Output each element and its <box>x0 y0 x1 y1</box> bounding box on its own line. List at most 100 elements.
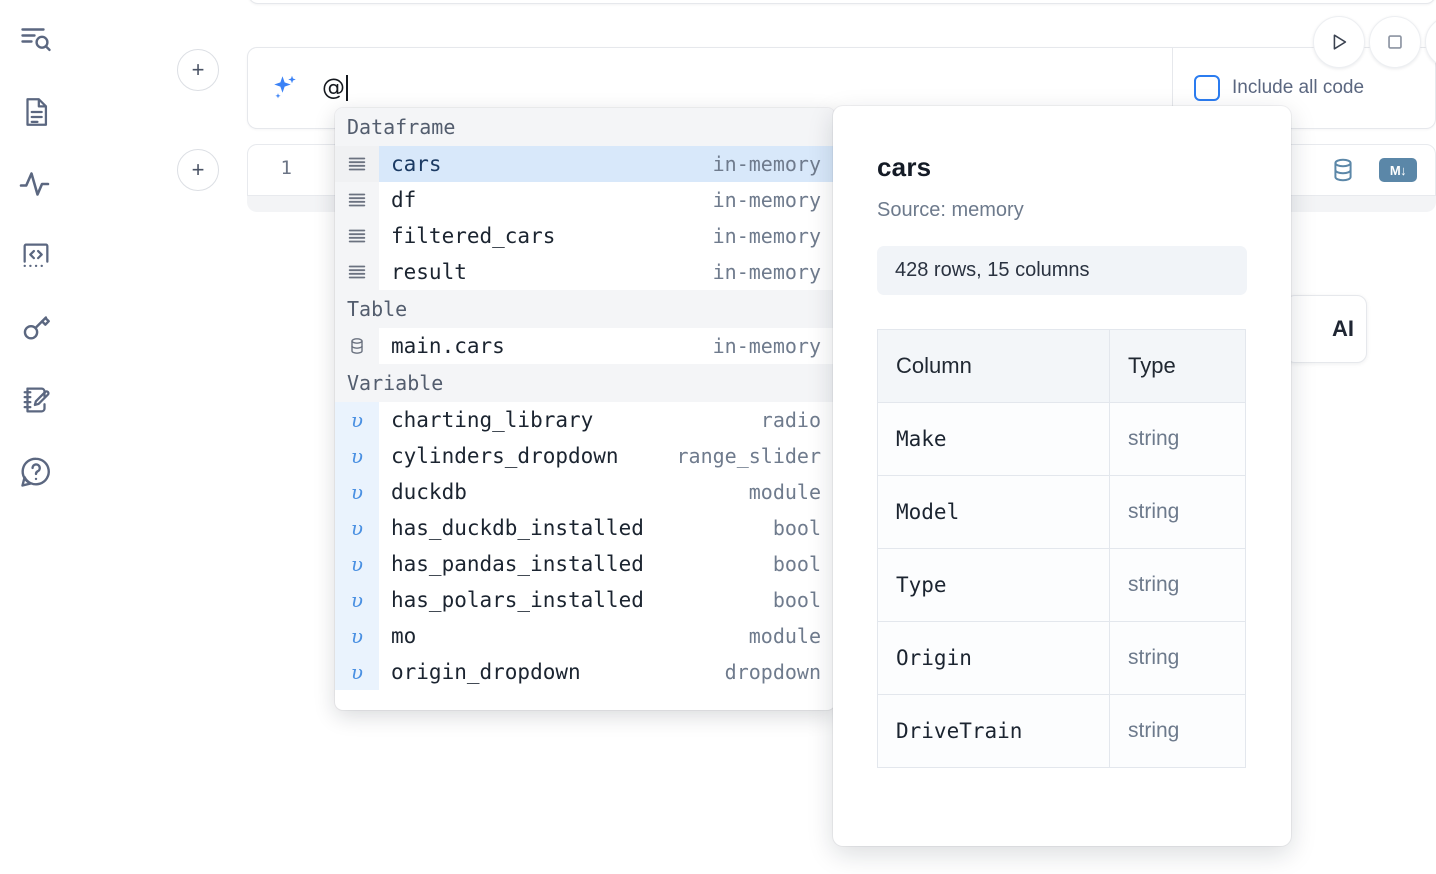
preview-panel: cars Source: memory 428 rows, 15 columns… <box>833 106 1291 846</box>
autocomplete-item-name: has_polars_installed <box>391 588 644 612</box>
scratchpad-edit-icon[interactable] <box>14 378 58 422</box>
autocomplete-item[interactable]: df in-memory <box>335 182 835 218</box>
run-button[interactable] <box>1313 16 1365 68</box>
ai-prompt-text: @ <box>322 75 349 101</box>
variable-icon: υ <box>335 618 379 654</box>
ai-prompt-input-area[interactable]: @ <box>248 48 1173 128</box>
ai-prompt-options: Include all code <box>1174 48 1436 128</box>
autocomplete-item-name: charting_library <box>391 408 594 432</box>
ai-chip[interactable]: AI <box>1285 295 1367 363</box>
column-type-cell: string <box>1109 402 1246 476</box>
autocomplete-item-type: module <box>748 480 821 504</box>
column-name-cell: Model <box>877 475 1110 549</box>
preview-title: cars <box>877 152 932 182</box>
dataframe-icon <box>335 254 379 290</box>
dataframe-icon <box>335 218 379 254</box>
markdown-icon[interactable]: M↓ <box>1379 158 1417 182</box>
autocomplete-item-type: in-memory <box>712 260 821 284</box>
sparkle-icon <box>270 73 300 103</box>
database-icon[interactable] <box>1329 156 1357 184</box>
cell-line-number: 1 <box>280 157 292 179</box>
autocomplete-item-type: radio <box>760 408 821 432</box>
autocomplete-item-name: duckdb <box>391 480 467 504</box>
autocomplete-item-type: bool <box>772 516 821 540</box>
autocomplete-section-header: Table <box>335 290 835 328</box>
key-icon[interactable] <box>14 306 58 350</box>
autocomplete-item-type: bool <box>772 588 821 612</box>
autocomplete-item-type: in-memory <box>712 224 821 248</box>
autocomplete-item[interactable]: υ charting_library radio <box>335 402 835 438</box>
sidebar-rail <box>0 0 72 874</box>
column-name-cell: DriveTrain <box>877 694 1110 768</box>
autocomplete-item[interactable]: filtered_cars in-memory <box>335 218 835 254</box>
autocomplete-section-header: Dataframe <box>335 108 835 146</box>
autocomplete-item-type: dropdown <box>724 660 821 684</box>
autocomplete-item-name: cylinders_dropdown <box>391 444 619 468</box>
add-cell-button-top[interactable]: + <box>177 49 219 91</box>
variable-icon: υ <box>335 654 379 690</box>
cell-toolbar: M↓ <box>1329 156 1417 184</box>
text-cursor <box>346 75 349 101</box>
autocomplete-item[interactable]: result in-memory <box>335 254 835 290</box>
column-name-cell: Type <box>877 548 1110 622</box>
autocomplete-item[interactable]: υ has_polars_installed bool <box>335 582 835 618</box>
dataframe-icon <box>335 146 379 182</box>
autocomplete-item-name: df <box>391 188 417 212</box>
column-type-cell: string <box>1109 621 1246 695</box>
include-all-code-checkbox[interactable] <box>1194 75 1220 101</box>
code-snippet-icon[interactable] <box>14 234 58 278</box>
table-header-cell: Type <box>1109 329 1246 403</box>
table-header-cell: Column <box>877 329 1110 403</box>
add-cell-button-bottom[interactable]: + <box>177 149 219 191</box>
variable-icon: υ <box>335 582 379 618</box>
column-type-cell: string <box>1109 694 1246 768</box>
autocomplete-item-type: range_slider <box>676 444 822 468</box>
autocomplete-item-name: cars <box>391 152 442 176</box>
previous-cell-card-edge <box>248 0 1436 4</box>
column-type-cell: string <box>1109 548 1246 622</box>
autocomplete-item[interactable]: cars in-memory <box>335 146 835 182</box>
variable-icon: υ <box>335 438 379 474</box>
preview-shape-badge: 428 rows, 15 columns <box>877 246 1247 295</box>
ai-prompt-value: @ <box>322 75 346 101</box>
autocomplete-item-type: in-memory <box>712 334 821 358</box>
search-outline-icon[interactable] <box>14 18 58 62</box>
variable-icon: υ <box>335 474 379 510</box>
autocomplete-item-type: in-memory <box>712 188 821 212</box>
autocomplete-item-type: bool <box>772 552 821 576</box>
autocomplete-item-name: has_pandas_installed <box>391 552 644 576</box>
column-name-cell: Make <box>877 402 1110 476</box>
autocomplete-item-name: result <box>391 260 467 284</box>
document-icon[interactable] <box>14 90 58 134</box>
preview-source: Source: memory <box>877 199 1024 221</box>
autocomplete-item-name: filtered_cars <box>391 224 556 248</box>
autocomplete-item[interactable]: υ cylinders_dropdown range_slider <box>335 438 835 474</box>
autocomplete-item-name: has_duckdb_installed <box>391 516 644 540</box>
autocomplete-item-name: main.cars <box>391 334 505 358</box>
autocomplete-item[interactable]: main.cars in-memory <box>335 328 835 364</box>
variable-icon: υ <box>335 402 379 438</box>
column-name-cell: Origin <box>877 621 1110 695</box>
help-question-icon[interactable] <box>14 450 58 494</box>
include-all-code-label: Include all code <box>1232 77 1365 98</box>
autocomplete-item-type: in-memory <box>712 152 821 176</box>
stop-button[interactable] <box>1369 16 1421 68</box>
column-type-cell: string <box>1109 475 1246 549</box>
database-icon <box>335 328 379 364</box>
activity-pulse-icon[interactable] <box>14 162 58 206</box>
autocomplete-item-name: mo <box>391 624 417 648</box>
